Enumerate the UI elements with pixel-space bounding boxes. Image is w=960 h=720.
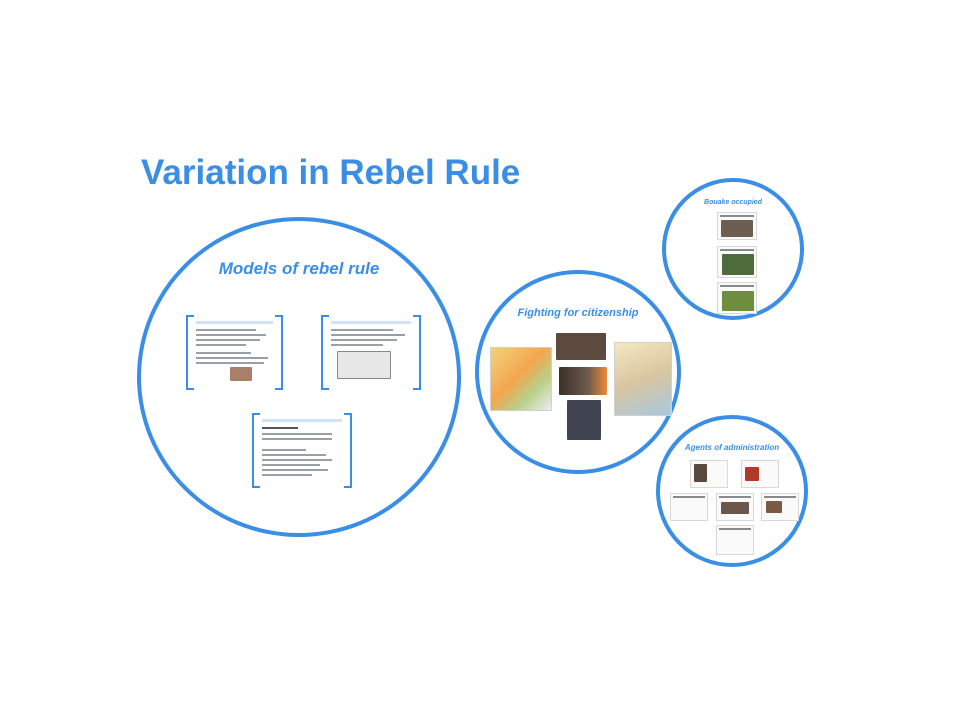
agents-slide-5[interactable]: [761, 493, 799, 521]
agents-heading: Agents of administration: [684, 443, 780, 452]
models-slide-1[interactable]: [186, 315, 283, 390]
agents-of-administration-circle[interactable]: Agents of administration: [656, 415, 808, 567]
agents-photo-4: [721, 502, 749, 514]
cartoon-thumb: [337, 351, 391, 379]
map-region-thumb: [614, 342, 672, 416]
bouake-slide-3[interactable]: [717, 282, 757, 314]
models-heading: Models of rebel rule: [218, 259, 380, 278]
slide-title: [196, 321, 273, 324]
fighting-for-citizenship-circle[interactable]: Fighting for citizenship: [475, 270, 681, 474]
page-title: Variation in Rebel Rule: [141, 153, 521, 192]
models-slide-2[interactable]: [321, 315, 421, 390]
agents-slide-6[interactable]: [716, 525, 754, 555]
bouake-photo-2: [722, 254, 754, 275]
bouake-slide-2[interactable]: [717, 246, 757, 278]
agents-slide-3[interactable]: [670, 493, 708, 521]
agents-slide-2[interactable]: [741, 460, 779, 488]
slide-title: [262, 419, 342, 422]
portrait-photo-3: [567, 400, 601, 440]
bouake-photo-3: [722, 291, 754, 311]
bouake-photo-1: [721, 220, 753, 237]
bouake-heading: Bouake occupied: [704, 199, 762, 206]
citizenship-heading: Fighting for citizenship: [517, 307, 639, 319]
bouake-slide-1[interactable]: [717, 212, 757, 240]
agents-photo-1: [694, 464, 707, 482]
map-ivory-coast-thumb: [490, 347, 552, 411]
slide-title: [331, 321, 411, 324]
portrait-photo-2: [559, 367, 607, 395]
agents-slide-4[interactable]: [716, 493, 754, 521]
models-slide-3[interactable]: [252, 413, 352, 488]
bouake-occupied-circle[interactable]: Bouake occupied: [662, 178, 804, 320]
agents-slide-1[interactable]: [690, 460, 728, 488]
portrait-photo-1: [556, 333, 606, 360]
models-of-rebel-rule-circle[interactable]: Models of rebel rule: [137, 217, 461, 537]
agents-photo-2: [745, 467, 759, 481]
diagram-thumb: [230, 367, 252, 381]
agents-photo-5: [766, 501, 782, 513]
